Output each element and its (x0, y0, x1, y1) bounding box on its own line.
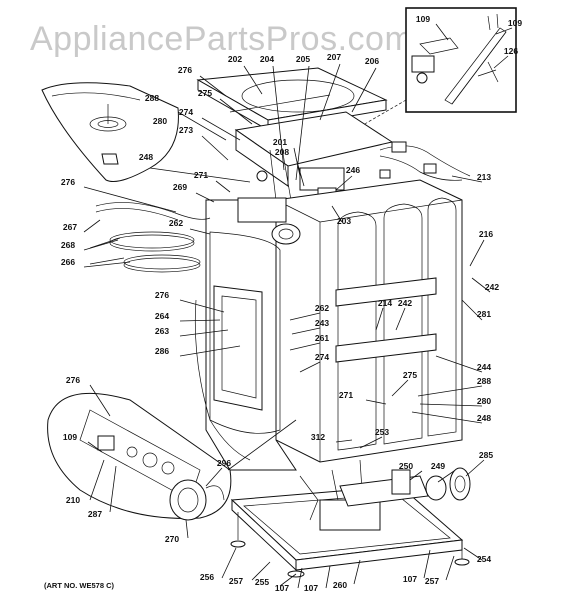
part-callout-266: 266 (61, 257, 75, 267)
part-callout-286: 286 (155, 346, 169, 356)
motor-pump-assembly (299, 467, 471, 521)
part-callout-288: 288 (145, 93, 159, 103)
inset-detail-box (405, 7, 517, 113)
part-callout-285: 285 (479, 450, 493, 460)
part-callout-201: 201 (273, 137, 287, 147)
front-tub-assembly (194, 197, 301, 471)
pump-detail-inset (47, 392, 232, 521)
part-callout-243: 243 (315, 318, 329, 328)
part-callout-296: 296 (217, 458, 231, 468)
part-callout-267: 267 (63, 222, 77, 232)
part-callout-268: 268 (61, 240, 75, 250)
part-callout-273: 273 (179, 125, 193, 135)
part-callout-107: 107 (403, 574, 417, 584)
cabinet-body (275, 179, 463, 463)
part-callout-207: 207 (327, 52, 341, 62)
part-callout-276: 276 (155, 290, 169, 300)
part-callout-206: 206 (365, 56, 379, 66)
part-callout-255: 255 (255, 577, 269, 587)
part-callout-280: 280 (477, 396, 491, 406)
part-callout-271: 271 (194, 170, 208, 180)
part-callout-248: 248 (477, 413, 491, 423)
base-frame (230, 459, 464, 572)
part-callout-214: 214 (378, 298, 392, 308)
part-callout-204: 204 (260, 54, 274, 64)
part-callout-269: 269 (173, 182, 187, 192)
part-callout-280: 280 (153, 116, 167, 126)
part-callout-275: 275 (403, 370, 417, 380)
part-callout-274: 274 (315, 352, 329, 362)
control-panel-inset (41, 82, 179, 182)
part-callout-205: 205 (296, 54, 310, 64)
part-callout-276: 276 (178, 65, 192, 75)
part-callout-261: 261 (315, 333, 329, 343)
wire-harness (379, 141, 471, 181)
part-callout-264: 264 (155, 311, 169, 321)
part-callout-208: 208 (275, 147, 289, 157)
part-callout-262: 262 (169, 218, 183, 228)
part-callout-275: 275 (198, 88, 212, 98)
part-callout-274: 274 (179, 107, 193, 117)
part-callout-213: 213 (477, 172, 491, 182)
part-callout-126: 126 (504, 46, 518, 56)
control-console (234, 111, 394, 207)
part-callout-256: 256 (200, 572, 214, 582)
part-callout-242: 242 (485, 282, 499, 292)
leader-lines (83, 23, 513, 589)
part-callout-216: 216 (479, 229, 493, 239)
part-callout-262: 262 (315, 303, 329, 313)
part-callout-248: 248 (139, 152, 153, 162)
part-callout-276: 276 (61, 177, 75, 187)
part-callout-242: 242 (398, 298, 412, 308)
part-callout-257: 257 (425, 576, 439, 586)
part-callout-312: 312 (311, 432, 325, 442)
part-callout-260: 260 (333, 580, 347, 590)
part-callout-202: 202 (228, 54, 242, 64)
part-callout-244: 244 (477, 362, 491, 372)
part-callout-107: 107 (275, 583, 289, 593)
part-callout-276: 276 (66, 375, 80, 385)
part-callout-210: 210 (66, 495, 80, 505)
hoses-left (89, 202, 211, 273)
part-callout-254: 254 (477, 554, 491, 564)
part-callout-257: 257 (229, 576, 243, 586)
part-callout-203: 203 (337, 216, 351, 226)
art-number-text: (ART NO. WE578 C) (44, 581, 115, 590)
part-callout-263: 263 (155, 326, 169, 336)
part-callout-271: 271 (339, 390, 353, 400)
part-callout-287: 287 (88, 509, 102, 519)
part-callout-250: 250 (399, 461, 413, 471)
part-callout-281: 281 (477, 309, 491, 319)
part-callout-246: 246 (346, 165, 360, 175)
part-callout-249: 249 (431, 461, 445, 471)
part-callout-109: 109 (416, 14, 430, 24)
part-callout-288: 288 (477, 376, 491, 386)
part-callout-270: 270 (165, 534, 179, 544)
watermark-text: AppliancePartsPros.com (30, 20, 413, 58)
leveling-legs (230, 512, 470, 578)
part-callout-109: 109 (508, 18, 522, 28)
part-callout-253: 253 (375, 427, 389, 437)
part-callout-107: 107 (304, 583, 318, 593)
part-callout-109: 109 (63, 432, 77, 442)
